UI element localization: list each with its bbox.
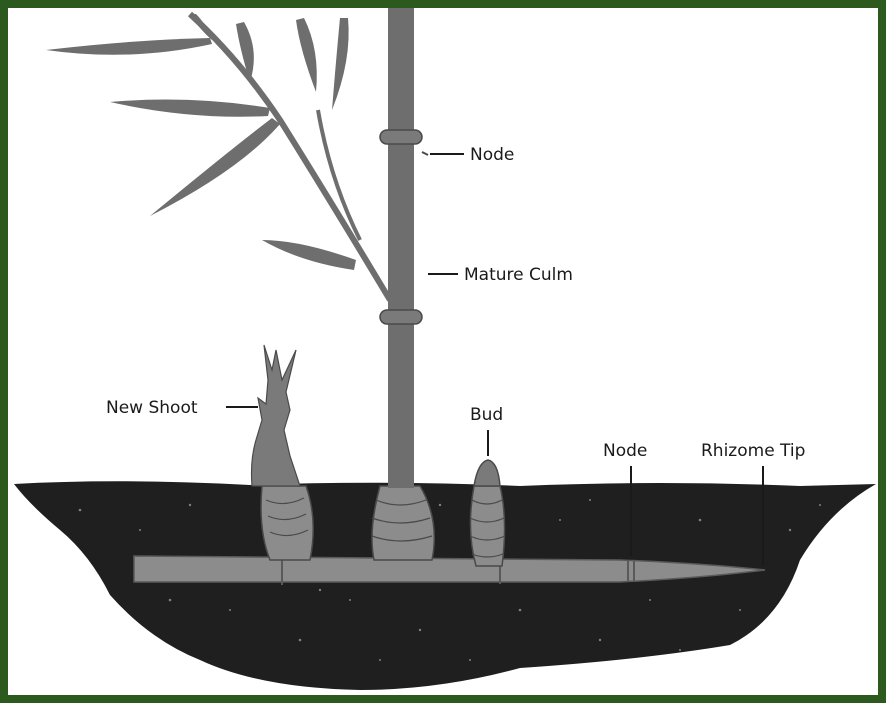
new-shoot-label: New Shoot xyxy=(106,398,198,418)
node-rhizome-label: Node xyxy=(603,441,647,461)
new-shoot xyxy=(252,345,301,486)
rhizome-tip-label: Rhizome Tip xyxy=(701,441,805,461)
culm-node-marks xyxy=(422,152,428,155)
mature-culm xyxy=(388,8,414,488)
bamboo-diagram: Node Mature Culm New Shoot Bud Node Rhiz… xyxy=(8,8,878,695)
bamboo-leaves xyxy=(46,14,356,270)
new-shoot-base xyxy=(261,486,313,560)
bud-label: Bud xyxy=(470,405,503,425)
diagram-panel: Node Mature Culm New Shoot Bud Node Rhiz… xyxy=(8,8,878,695)
bud xyxy=(474,460,500,486)
bud-base xyxy=(470,486,504,566)
soil-mass xyxy=(14,481,876,690)
branch xyxy=(190,14,390,300)
node-upper-label: Node xyxy=(470,145,514,165)
mature-culm-label: Mature Culm xyxy=(464,265,573,285)
